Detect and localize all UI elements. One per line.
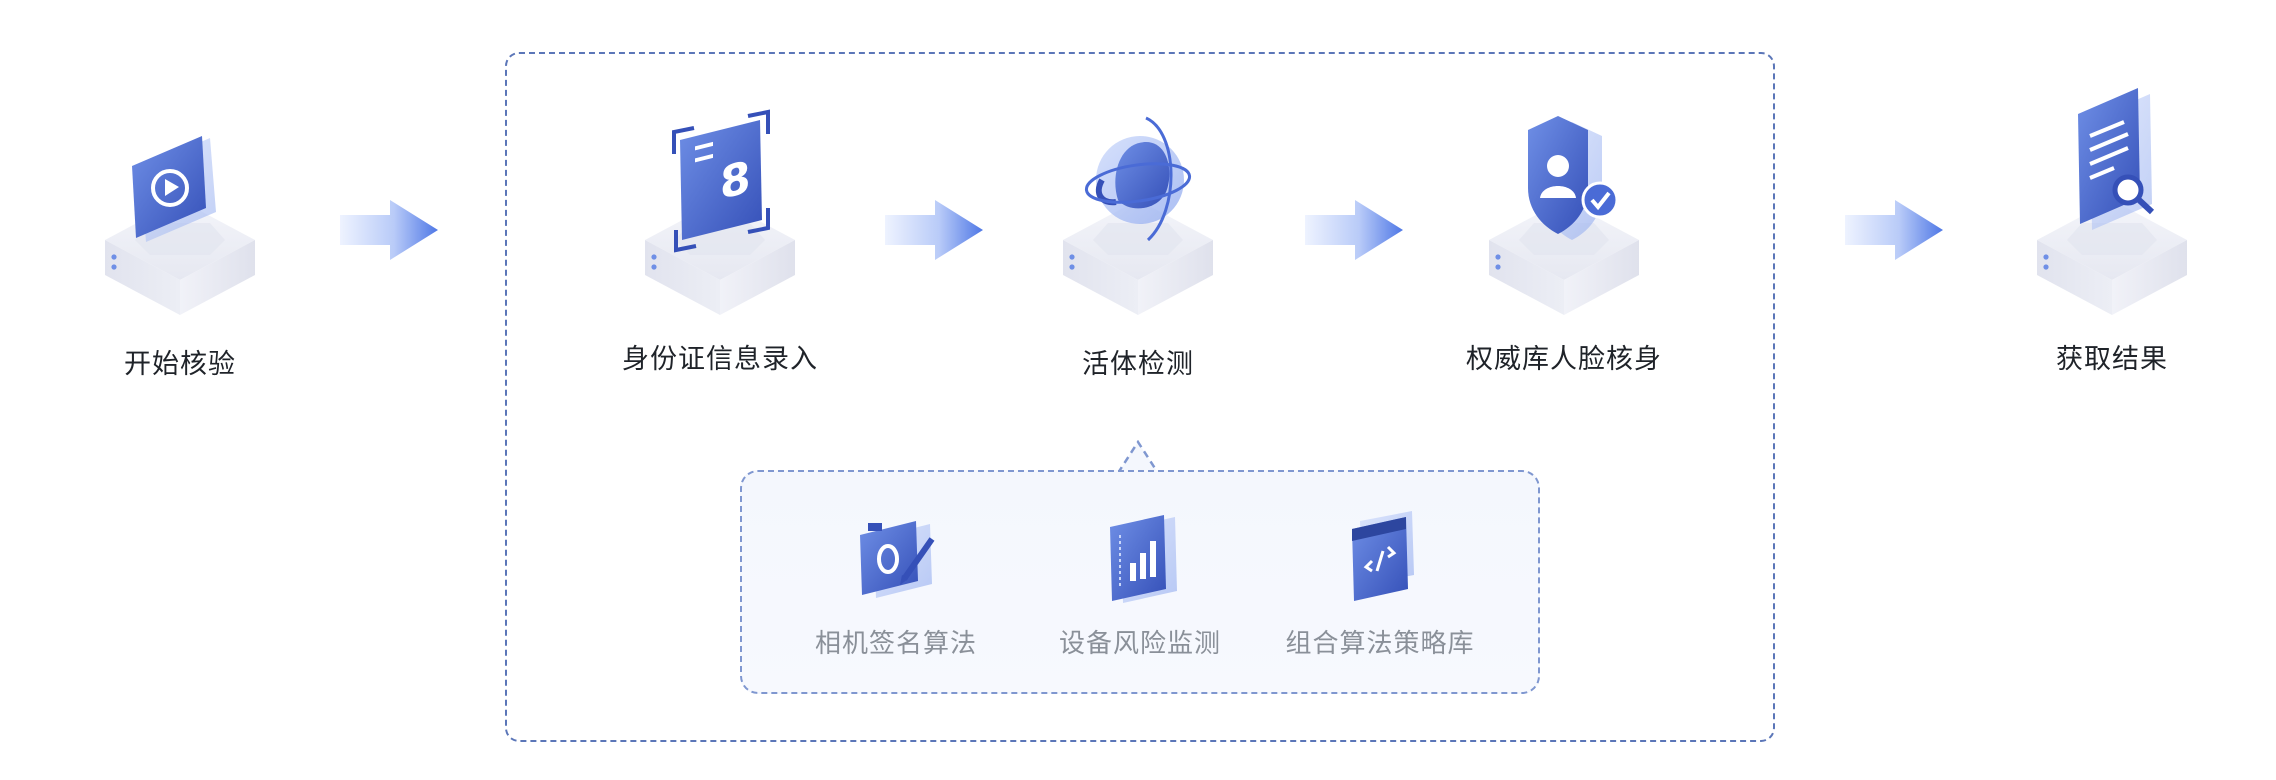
- sub-box-pointer: [1118, 440, 1158, 473]
- feature-label: 组合算法策略库: [1285, 629, 1475, 659]
- feature-label: 设备风险监测: [1058, 629, 1221, 659]
- flow-arrow-icon: [1845, 200, 1943, 260]
- step-label: 活体检测: [1082, 349, 1194, 380]
- verification-process-group: [505, 52, 1775, 742]
- face-orbit-icon: [1084, 116, 1192, 242]
- step-label: 开始核验: [124, 349, 236, 380]
- step-get-result: 获取结果: [1972, 80, 2252, 375]
- feature-camera-signature: 相机签名算法: [776, 505, 1016, 675]
- flow-arrow-icon: [340, 200, 438, 260]
- bar-chart-device-icon: [1110, 515, 1177, 603]
- step-start-verification: 开始核验: [40, 80, 320, 380]
- step-label: 权威库人脸核身: [1466, 344, 1662, 375]
- step-id-card-entry: 8 身份证信息录入: [580, 80, 860, 375]
- step-label: 获取结果: [2056, 344, 2168, 375]
- step-label: 身份证信息录入: [622, 344, 818, 375]
- svg-text:8: 8: [720, 151, 751, 210]
- flow-arrow-icon: [1305, 200, 1403, 260]
- step-authority-face-verification: 权威库人脸核身: [1424, 80, 1704, 375]
- feature-label: 相机签名算法: [814, 629, 977, 659]
- document-search-icon: [2078, 88, 2155, 230]
- user-shield-check-icon: [1528, 116, 1619, 240]
- code-window-icon: [1352, 511, 1414, 601]
- feature-algorithm-policy-library: 组合算法策略库: [1260, 505, 1500, 675]
- video-play-icon: [132, 136, 216, 242]
- flow-arrow-icon: [885, 200, 983, 260]
- camera-pen-icon: [860, 521, 935, 598]
- id-scan-icon: 8: [672, 109, 770, 253]
- step-liveness-detection: 活体检测: [998, 80, 1278, 380]
- feature-device-risk: 设备风险监测: [1020, 505, 1260, 675]
